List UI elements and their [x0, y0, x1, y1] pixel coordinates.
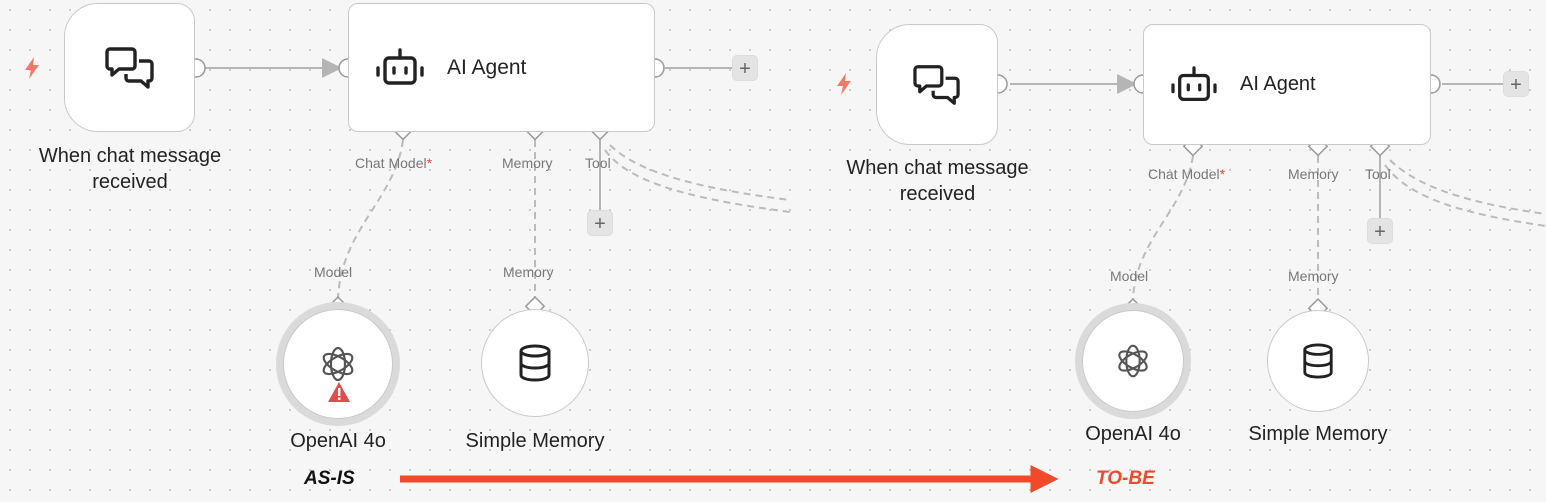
trigger-caption: When chat message received [10, 143, 250, 196]
trigger-caption-line1: When chat message [38, 145, 222, 167]
add-next-node-button[interactable]: + [732, 55, 758, 81]
trigger-bolt-icon [25, 57, 39, 79]
chat-model-port-label: Chat Model* [355, 155, 432, 171]
trigger-bolt-icon [837, 73, 851, 95]
required-mark: * [426, 155, 433, 171]
memory-node-caption: Simple Memory [465, 430, 605, 452]
chat-model-label: Chat Model [355, 155, 427, 171]
openai-model-node[interactable] [1082, 310, 1184, 412]
warning-icon [328, 382, 350, 402]
to-be-label: TO-BE [1096, 468, 1155, 489]
openai-icon [322, 346, 354, 382]
wire-tool-out-a [1384, 164, 1546, 227]
model-input-label: Model [314, 264, 353, 280]
ai-agent-node[interactable]: AI Agent [348, 3, 655, 132]
agent-label: AI Agent [1240, 73, 1316, 95]
simple-memory-node[interactable] [481, 309, 589, 417]
memory-node-caption: Simple Memory [1248, 423, 1388, 445]
wire-tool-out-b [1389, 159, 1546, 215]
memory-port-label: Memory [1288, 166, 1339, 182]
memory-input-label: Memory [503, 264, 554, 280]
openai-model-node[interactable] [283, 309, 393, 419]
agent-label: AI Agent [447, 55, 527, 79]
database-icon [1303, 343, 1333, 379]
chat-trigger-node[interactable] [876, 24, 998, 145]
trigger-caption-line2: received [899, 183, 976, 206]
add-tool-button[interactable]: + [587, 210, 613, 236]
tool-port-label: Tool [1365, 166, 1391, 182]
required-mark: * [1219, 166, 1226, 182]
ai-agent-node[interactable]: AI Agent [1143, 24, 1431, 145]
robot-icon [375, 46, 425, 90]
chat-bubbles-icon [913, 64, 960, 105]
chat-model-label: Chat Model [1148, 166, 1220, 182]
chat-trigger-node[interactable] [64, 3, 195, 132]
trigger-caption: When chat message received [820, 155, 1055, 208]
chat-model-port-label: Chat Model* [1148, 166, 1225, 182]
tool-port-label: Tool [585, 155, 611, 171]
openai-node-caption: OpenAI 4o [290, 430, 386, 452]
add-tool-button[interactable]: + [1367, 218, 1393, 244]
trigger-caption-line1: When chat message [846, 157, 1029, 179]
openai-node-caption: OpenAI 4o [1085, 423, 1181, 445]
chat-bubbles-icon [104, 46, 154, 89]
memory-port-label: Memory [502, 155, 553, 171]
database-icon [519, 344, 551, 382]
memory-input-label: Memory [1288, 268, 1339, 284]
wire-tool-out-b [609, 144, 791, 201]
model-input-label: Model [1110, 268, 1149, 284]
robot-icon [1170, 64, 1218, 106]
trigger-caption-line2: received [92, 171, 168, 194]
openai-icon [1118, 344, 1148, 378]
simple-memory-node[interactable] [1267, 310, 1369, 412]
as-is-label: AS-IS [304, 468, 355, 489]
add-next-node-button[interactable]: + [1503, 71, 1529, 97]
wire-tool-out-a [604, 149, 791, 213]
